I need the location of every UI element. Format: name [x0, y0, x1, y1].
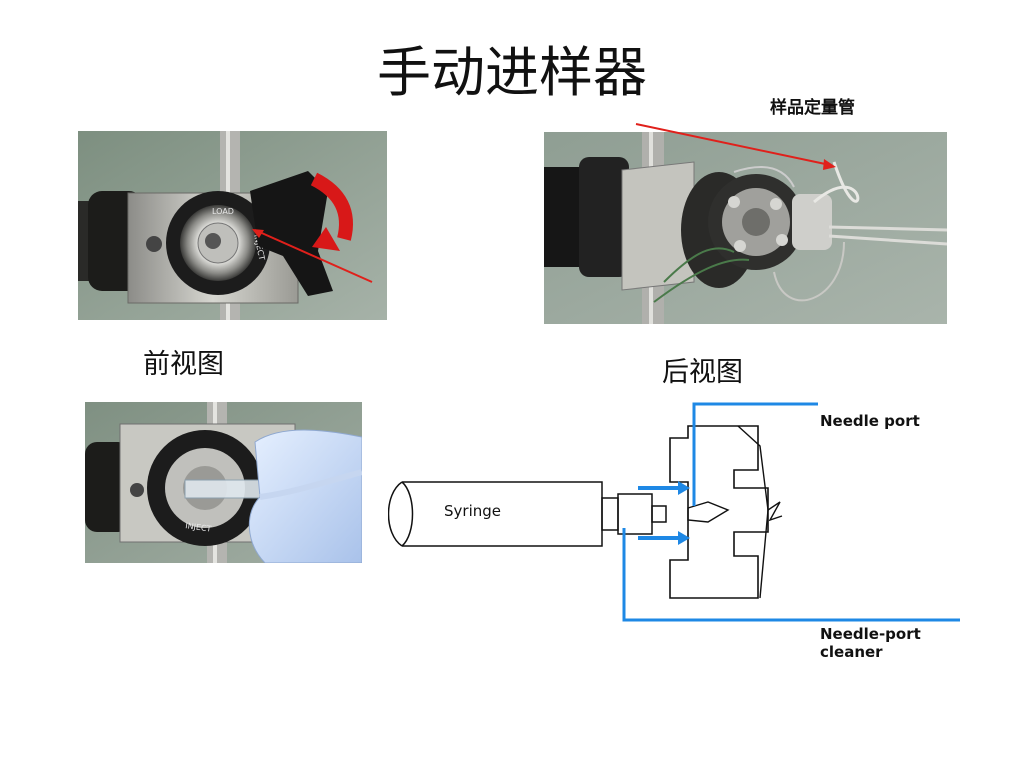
slide-title: 手动进样器: [377, 41, 647, 104]
needle-port-cleaner-label: Needle-port cleaner: [820, 625, 921, 661]
front-view-caption: 前视图: [143, 349, 224, 380]
syringe-barrel: [402, 481, 603, 547]
dial-load-text: LOAD: [212, 207, 234, 216]
back-view-caption: 后视图: [662, 357, 743, 388]
needle-port-cleaner-line: [622, 528, 960, 622]
flow-arrow-lower: [678, 531, 690, 545]
injector-diagram: Syringe Needle port Needle-port cleaner: [387, 398, 988, 661]
syringe-insertion-photo: INJECT: [85, 402, 362, 563]
back-view-photo: [544, 132, 947, 324]
sample-loop-label: 样品定量管: [770, 98, 855, 118]
front-view-photo: LOAD INJECT: [78, 131, 387, 320]
needle-port-label: Needle port: [820, 412, 920, 430]
needle-port-line: [692, 402, 818, 506]
flow-arrow-upper: [678, 481, 690, 495]
syringe-label: Syringe: [444, 502, 501, 520]
syringe-dial-inject-text: INJECT: [185, 521, 212, 534]
needle-port-body: [669, 425, 769, 599]
